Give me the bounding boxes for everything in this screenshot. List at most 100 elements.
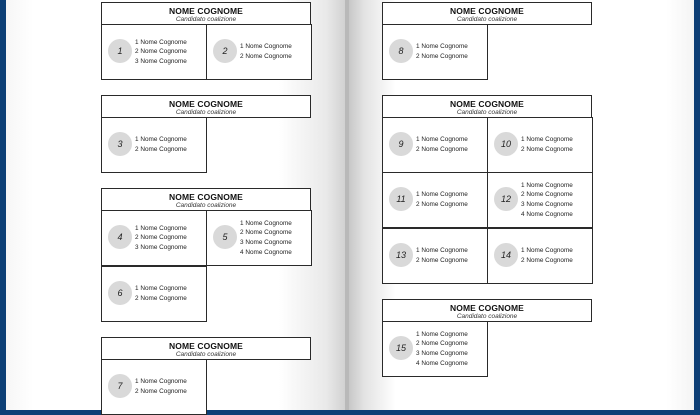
- candidate-name-line: 4 Nome Cognome: [240, 248, 292, 256]
- list-number-badge[interactable]: 6: [108, 281, 132, 305]
- candidate-name-line: 2 Nome Cognome: [416, 340, 468, 348]
- coalition-label: Candidato coalizione: [175, 109, 237, 116]
- candidate-name-line: 2 Nome Cognome: [521, 257, 573, 264]
- page-gutter: [345, 0, 349, 410]
- candidate-names: 1 Nome Cognome 2 Nome Cognome 3 Nome Cogno…: [416, 322, 485, 376]
- candidate-name-line: 1 Nome Cognome: [521, 247, 573, 255]
- candidate-name-line: 1 Nome Cognome: [521, 181, 573, 189]
- candidate-name-line: 4 Nome Cognome: [416, 359, 468, 367]
- candidate-names: 1 Nome Cognome 2 Nome Cognome: [135, 267, 204, 321]
- list-number-badge[interactable]: 5: [213, 225, 237, 249]
- candidate-name-line: 1 Nome Cognome: [416, 43, 468, 51]
- candidate-name-line: 2 Nome Cognome: [135, 234, 187, 242]
- candidate-name: NOME COGNOME: [169, 341, 243, 351]
- list-number-badge[interactable]: 14: [494, 243, 518, 267]
- list-number-badge[interactable]: 12: [494, 187, 518, 211]
- candidate-name-line: 2 Nome Cognome: [135, 48, 187, 56]
- candidate-name-line: 2 Nome Cognome: [416, 146, 468, 153]
- list-number-badge[interactable]: 2: [213, 39, 237, 63]
- candidate-name-line: 2 Nome Cognome: [135, 146, 187, 153]
- candidate-name-line: 2 Nome Cognome: [135, 388, 187, 395]
- candidate-names: 1 Nome Cognome 2 Nome Cognome 3 Nome Cogno…: [521, 173, 590, 227]
- candidate-name-line: 3 Nome Cognome: [240, 239, 292, 246]
- list-number-badge[interactable]: 15: [389, 336, 413, 360]
- candidate-name-line: 1 Nome Cognome: [135, 285, 187, 293]
- candidate-name-line: 1 Nome Cognome: [135, 378, 187, 386]
- candidate-name: NOME COGNOME: [450, 6, 524, 16]
- candidate-name-line: 2 Nome Cognome: [416, 201, 468, 208]
- candidate-name: NOME COGNOME: [169, 192, 243, 202]
- list-number-badge[interactable]: 13: [389, 243, 413, 267]
- candidate-name-line: 3 Nome Cognome: [135, 57, 187, 65]
- candidate-names: 1 Nome Cognome 2 Nome Cognome: [240, 25, 309, 79]
- candidate-names: 1 Nome Cognome 2 Nome Cognome: [416, 173, 485, 227]
- candidate-name-line: 2 Nome Cognome: [135, 295, 187, 302]
- candidate-names: 1 Nome Cognome 2 Nome Cognome: [135, 118, 204, 172]
- candidate-name-line: 2 Nome Cognome: [416, 53, 468, 60]
- list-number-badge[interactable]: 11: [389, 187, 413, 211]
- candidate-name: NOME COGNOME: [169, 99, 243, 109]
- candidate-names: 1 Nome Cognome 2 Nome Cognome: [521, 118, 590, 172]
- candidate-name-line: 2 Nome Cognome: [521, 191, 573, 199]
- candidate-names: 1 Nome Cognome 2 Nome Cognome: [135, 360, 204, 414]
- candidate-name-line: 2 Nome Cognome: [240, 53, 292, 60]
- list-number-badge[interactable]: 10: [494, 132, 518, 156]
- candidate-name-line: 3 Nome Cognome: [135, 243, 187, 251]
- candidate-name: NOME COGNOME: [450, 99, 524, 109]
- list-number-badge[interactable]: 4: [108, 225, 132, 249]
- candidate-name-line: 1 Nome Cognome: [521, 136, 573, 144]
- coalition-label: Candidato coalizione: [456, 313, 518, 320]
- candidate-name-line: 2 Nome Cognome: [240, 229, 292, 237]
- list-number-badge[interactable]: 7: [108, 374, 132, 398]
- candidate-name-line: 1 Nome Cognome: [240, 43, 292, 51]
- candidate-name-line: 1 Nome Cognome: [416, 136, 468, 144]
- coalition-label: Candidato coalizione: [175, 351, 237, 358]
- list-number-badge[interactable]: 8: [389, 39, 413, 63]
- candidate-name-line: 1 Nome Cognome: [135, 224, 187, 232]
- candidate-name-line: 1 Nome Cognome: [416, 191, 468, 199]
- list-number-badge[interactable]: 9: [389, 132, 413, 156]
- candidate-name-line: 3 Nome Cognome: [521, 201, 573, 208]
- candidate-names: 1 Nome Cognome 2 Nome Cognome: [521, 229, 590, 283]
- coalition-label: Candidato coalizione: [175, 16, 237, 23]
- coalition-label: Candidato coalizione: [175, 202, 237, 209]
- candidate-name-line: 1 Nome Cognome: [416, 330, 468, 338]
- candidate-name-line: 1 Nome Cognome: [135, 136, 187, 144]
- coalition-label: Candidato coalizione: [456, 109, 518, 116]
- candidate-name-line: 4 Nome Cognome: [521, 210, 573, 218]
- list-number-badge[interactable]: 3: [108, 132, 132, 156]
- candidate-name-line: 2 Nome Cognome: [521, 146, 573, 153]
- candidate-name-line: 2 Nome Cognome: [416, 257, 468, 264]
- candidate-name-line: 1 Nome Cognome: [135, 38, 187, 46]
- candidate-name-line: 3 Nome Cognome: [416, 350, 468, 357]
- candidate-name: NOME COGNOME: [450, 303, 524, 313]
- list-number-badge[interactable]: 1: [108, 39, 132, 63]
- candidate-names: 1 Nome Cognome 2 Nome Cognome: [416, 25, 485, 79]
